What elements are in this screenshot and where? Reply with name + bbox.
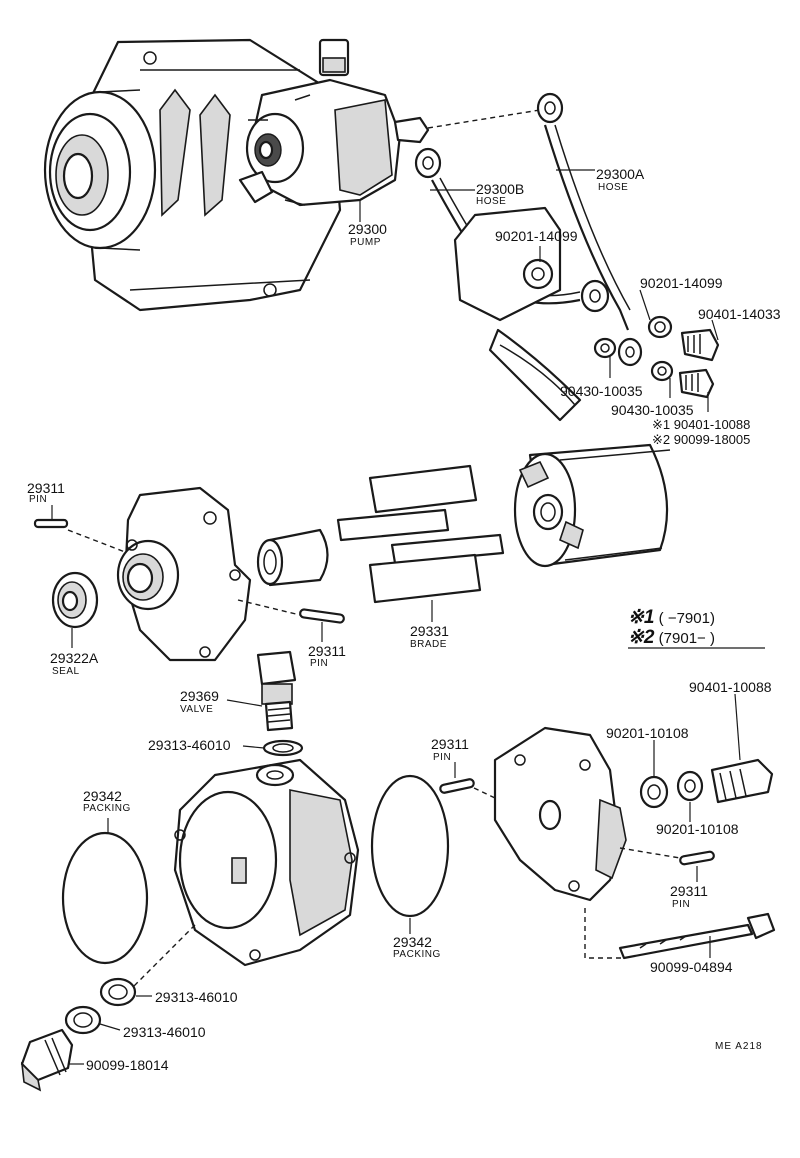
pin-number-2: 29311 [308,643,346,659]
rear-right-fasteners [639,758,774,809]
pump-name: PUMP [350,237,381,248]
label-29313-46010-a: 29313-46010 [148,737,231,753]
note-2: ※2 90099-18005 [652,432,751,447]
hose-29300a [536,92,643,367]
bushing [256,528,329,587]
legend-1-range: ( −7901) [658,610,715,627]
intake-manifold [453,206,582,422]
valve-number: 29369 [180,688,219,704]
label-90430-10035-b: 90430-10035 [611,402,694,418]
label-90401-14033: 90401-14033 [698,306,781,322]
label-90201-14099-a: 90201-14099 [495,228,578,244]
leader-lines [51,169,741,1065]
valve-name: VALVE [180,704,214,715]
packing-number-2: 29342 [393,934,432,950]
packing-name-1: PACKING [83,803,131,814]
packing-right [370,774,450,918]
blades [336,464,505,604]
label-90401-10088: 90401-10088 [689,679,772,695]
pin-rear-cover [439,778,475,794]
pin-upper-left [33,518,69,529]
pin-name-1: PIN [29,494,48,505]
packing-left [61,831,149,965]
label-90430-10035-a: 90430-10035 [560,383,643,399]
packing-number-1: 29342 [83,788,122,804]
label-29313-46010-c: 29313-46010 [123,1024,206,1040]
pin-middle [299,608,345,624]
label-90201-10108-a: 90201-10108 [606,725,689,741]
note-1: ※1 90401-10088 [652,417,751,432]
label-90099-18014: 90099-18014 [86,1057,169,1073]
pump-housing [129,758,360,991]
legend-1-mark: ※1 [628,607,655,628]
pin-number-3: 29311 [431,736,469,752]
rear-cover [493,726,627,902]
blade-name: BRADE [410,639,447,650]
gasket-bottom-2 [64,1005,102,1035]
legend-2-mark: ※2 [628,627,655,648]
long-bolt [618,912,776,960]
oil-seal [51,571,99,629]
label-90201-10108-b: 90201-10108 [656,821,739,837]
pin-name-2: PIN [310,658,329,669]
gasket-bottom-1 [99,977,137,1007]
pin-number-1: 29311 [27,480,65,496]
blade-number: 29331 [410,623,449,639]
long-bolt-dash [584,908,622,959]
pump-number: 29300 [348,221,387,237]
hose-a-name: HOSE [598,182,629,193]
drawing-code: ME A218 [715,1041,763,1052]
hose-a-number: 29300A [596,166,645,182]
pin-name-3: PIN [433,752,452,763]
pin-name-4: PIN [672,899,691,910]
pin-right-dash [619,847,681,859]
legend-2: ※2 (7901− ) [628,628,715,647]
label-90099-04894: 90099-04894 [650,959,733,975]
hose-b-number: 29300B [476,181,525,197]
label-90201-14099-b: 90201-14099 [640,275,723,291]
seal-number: 29322A [50,650,99,666]
legend-2-range: (7901− ) [658,630,715,647]
pin-number-4: 29311 [670,883,708,899]
packing-name-2: PACKING [393,949,441,960]
seal-name: SEAL [52,666,80,677]
hose-b-name: HOSE [476,196,507,207]
label-29313-46010-b: 29313-46010 [155,989,238,1005]
front-cover [67,486,301,662]
union-bolt [20,1028,74,1092]
pin-rear-dash [473,787,496,799]
upper-right-fasteners [593,315,720,399]
legend-1: ※1 ( −7901) [628,608,715,627]
vacuum-pump-assembly [238,38,541,207]
pin-right [679,850,715,866]
check-valve [256,650,304,757]
rotor [513,443,671,568]
